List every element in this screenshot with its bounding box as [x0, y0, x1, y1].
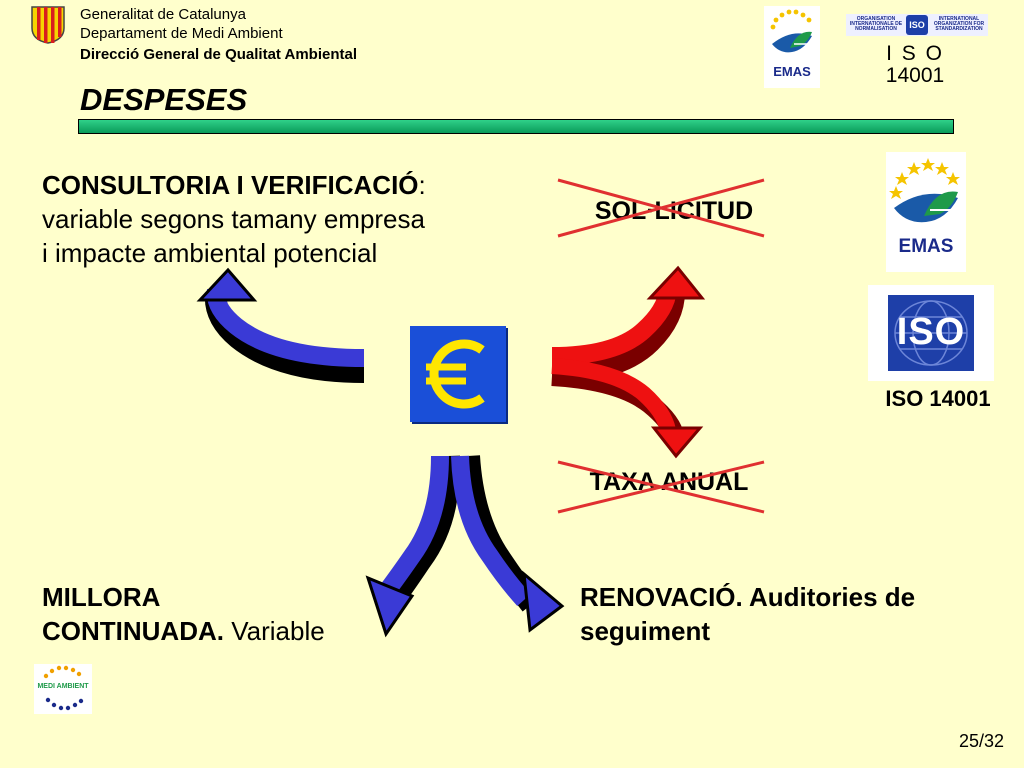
- iso-org-left-text: ORGANISATION INTERNATIONALE DE NORMALISA…: [849, 16, 903, 32]
- arrow-to-taxa-anual-icon: [551, 358, 704, 459]
- millora-line1: MILLORA: [42, 582, 161, 612]
- consultoria-title: CONSULTORIA I VERIFICACIÓ: [42, 170, 419, 200]
- iso-mark-icon: ISO: [906, 15, 928, 35]
- emas-label: EMAS: [898, 236, 954, 257]
- emas-small-label: EMAS: [773, 64, 811, 79]
- consultoria-line3: i impacte ambiental potencial: [42, 238, 378, 268]
- medi-ambient-label: MEDI AMBIENT: [37, 683, 89, 690]
- iso-logo-text: ISO: [896, 311, 966, 353]
- header-org-line2: Departament de Medi Ambient: [80, 25, 283, 42]
- consultoria-colon: :: [418, 170, 426, 200]
- consultoria-line2: variable segons tamany empresa: [42, 204, 425, 234]
- renovacio-block: RENOVACIÓ. Auditories de seguiment: [580, 580, 915, 648]
- iso-top-label-1: I S O: [886, 42, 944, 65]
- euro-icon: [410, 326, 506, 422]
- sollicitud-cross-icon: [557, 178, 765, 238]
- taxa-anual-cross-icon: [557, 460, 765, 514]
- catalunya-shield-icon: [30, 4, 66, 44]
- consultoria-block: CONSULTORIA I VERIFICACIÓ: variable sego…: [42, 168, 426, 270]
- iso-organisation-banner: ORGANISATION INTERNATIONALE DE NORMALISA…: [846, 14, 988, 36]
- iso-top-label-2: 14001: [885, 64, 945, 87]
- iso-logo: ISO: [868, 285, 994, 381]
- millora-line2: CONTINUADA. Variable: [42, 614, 325, 648]
- renovacio-line1: RENOVACIÓ. Auditories de: [580, 582, 916, 612]
- arrow-to-sollicitud-icon: [551, 265, 706, 383]
- header-org-line3: Direcció General de Qualitat Ambiental: [80, 46, 358, 63]
- title-bar: [78, 119, 954, 134]
- millora-variable: Variable: [224, 616, 325, 646]
- page-title: DESPESES: [80, 82, 248, 117]
- globe-icon: ISO: [888, 295, 974, 371]
- iso-caption: ISO 14001: [885, 386, 991, 411]
- emas-logo: EMAS: [886, 152, 966, 272]
- renovacio-line2: seguiment: [580, 616, 711, 646]
- arrow-to-consultoria-icon: [196, 267, 365, 383]
- arrow-to-renovacio-icon: [451, 455, 565, 633]
- header-org-line1: Generalitat de Catalunya: [80, 6, 246, 23]
- arrow-to-millora-icon: [365, 455, 461, 638]
- consultoria-line1: CONSULTORIA I VERIFICACIÓ:: [42, 168, 426, 202]
- emas-logo-small: EMAS: [764, 6, 820, 88]
- iso-org-right-text: INTERNATIONAL ORGANIZATION FOR STANDARDI…: [933, 16, 985, 32]
- medi-ambient-logo: MEDI AMBIENT: [34, 664, 92, 714]
- millora-continuada: CONTINUADA.: [42, 616, 224, 646]
- millora-block: MILLORA CONTINUADA. Variable: [42, 580, 325, 648]
- page-number: 25/32: [958, 731, 1004, 751]
- iso-mark-text: ISO: [909, 20, 925, 30]
